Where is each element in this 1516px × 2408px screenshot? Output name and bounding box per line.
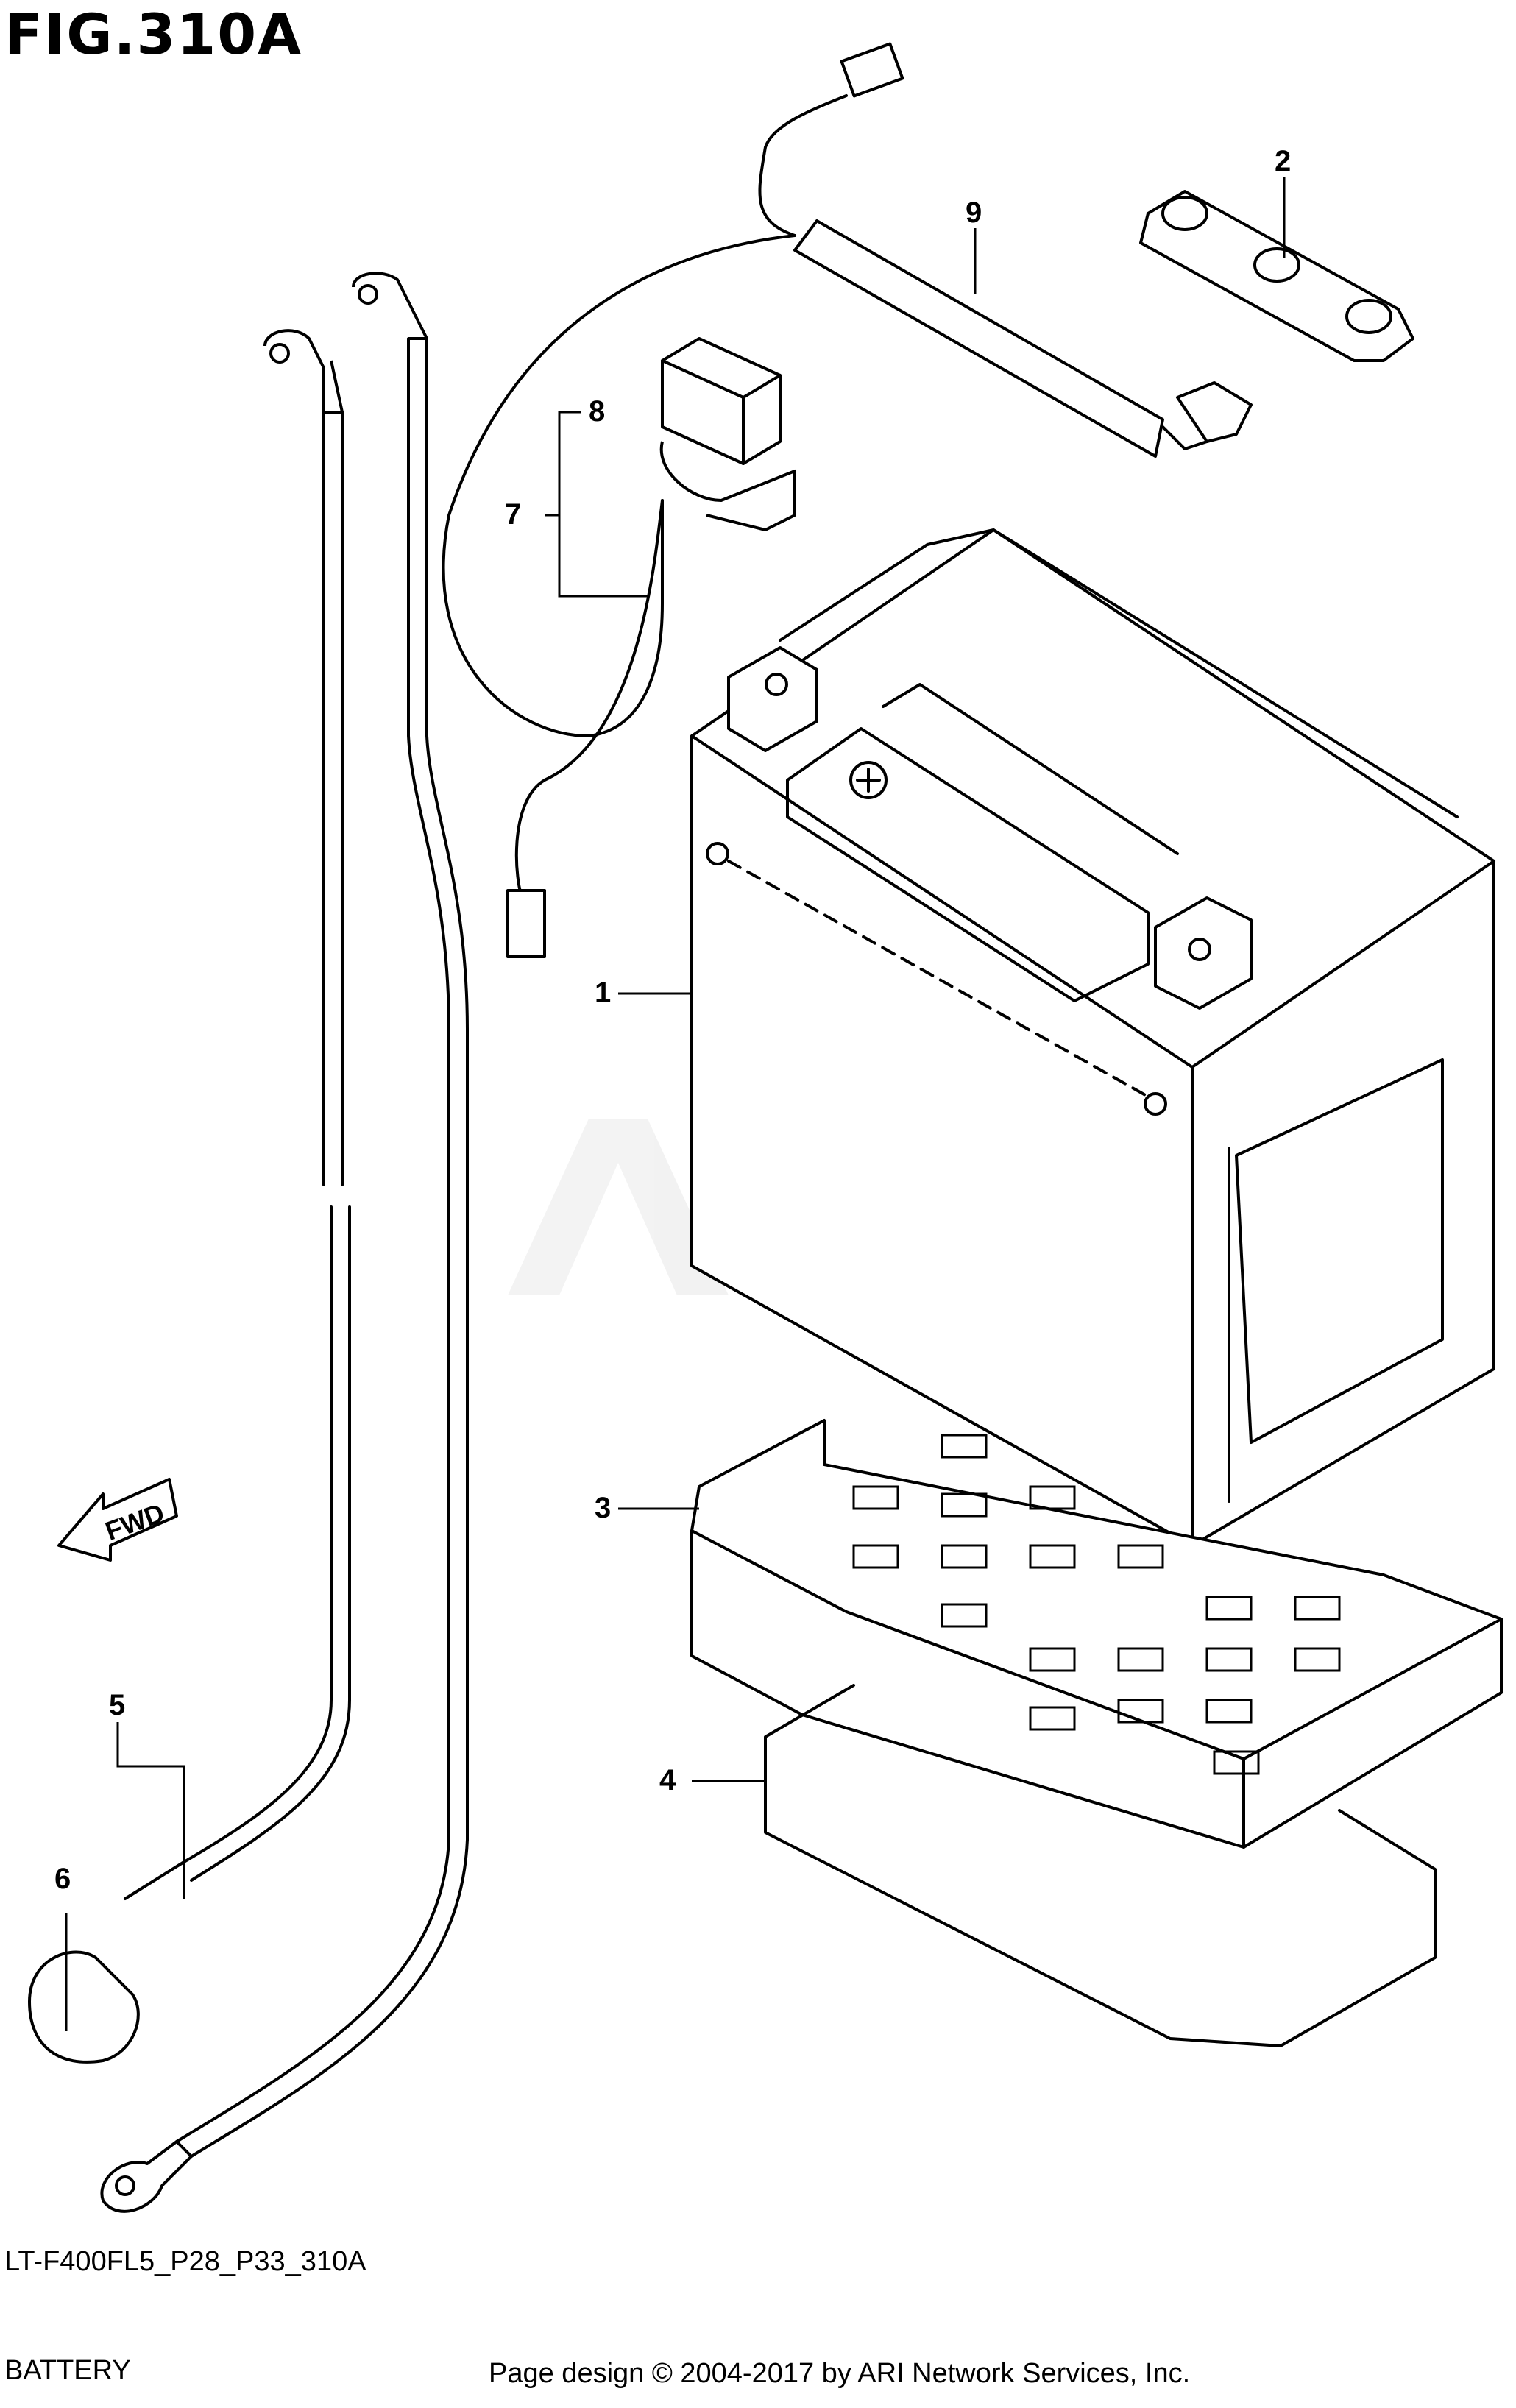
callout-1[interactable]: 1 bbox=[595, 977, 611, 1009]
callout-4[interactable]: 4 bbox=[659, 1764, 676, 1796]
callout-7[interactable]: 7 bbox=[505, 498, 521, 531]
harness-part-9[interactable] bbox=[758, 42, 1253, 458]
model-code: LT-F400FL5_P28_P33_310A bbox=[4, 2246, 366, 2277]
battery-tray-part-3[interactable] bbox=[690, 1419, 1503, 1849]
callout-leaders bbox=[65, 177, 1286, 2031]
callout-3[interactable]: 3 bbox=[595, 1492, 611, 1524]
callout-8[interactable]: 8 bbox=[589, 395, 605, 428]
relay-part-8[interactable] bbox=[659, 337, 796, 531]
figure-title: FIG.310A bbox=[4, 1, 302, 67]
positive-cable[interactable] bbox=[100, 272, 469, 2213]
callout-9[interactable]: 9 bbox=[966, 196, 982, 229]
copyright-footer: Page design © 2004-2017 by ARI Network S… bbox=[489, 2358, 1191, 2389]
battery-cable[interactable] bbox=[442, 234, 796, 958]
tray-slots bbox=[852, 1434, 1341, 1775]
section-name: BATTERY bbox=[4, 2355, 131, 2386]
pad-part-4[interactable] bbox=[764, 1684, 1437, 2047]
callout-2[interactable]: 2 bbox=[1275, 145, 1291, 177]
callout-6[interactable]: 6 bbox=[54, 1863, 71, 1895]
ground-cable[interactable] bbox=[124, 329, 351, 1900]
terminal-cap-part-6[interactable] bbox=[28, 1950, 140, 2064]
forward-arrow-icon: FWD bbox=[57, 1478, 178, 1562]
plate-part-2[interactable] bbox=[1139, 190, 1414, 362]
battery-part-1[interactable] bbox=[690, 528, 1495, 1547]
callout-5[interactable]: 5 bbox=[109, 1689, 125, 1721]
